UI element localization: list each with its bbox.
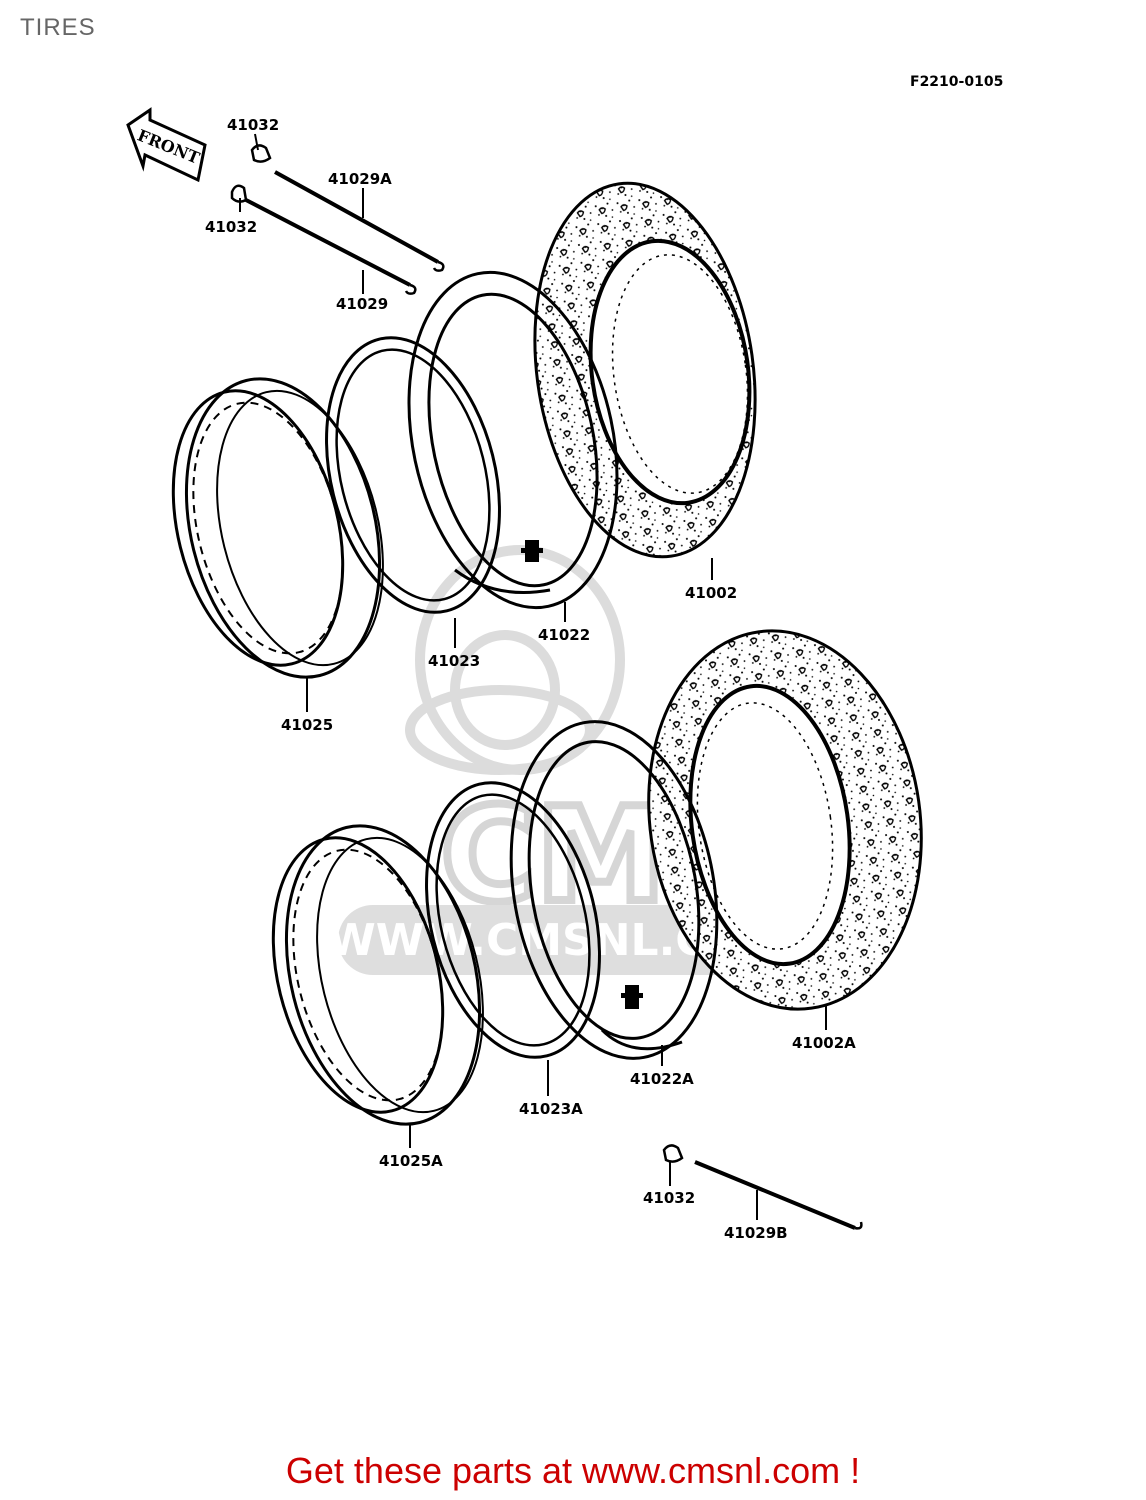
part-label-41023[interactable]: 41023	[428, 652, 480, 670]
part-label-41029B[interactable]: 41029B	[724, 1224, 788, 1242]
part-label-41023A[interactable]: 41023A	[519, 1100, 583, 1118]
leader-lines	[239, 133, 827, 1220]
part-label-41025A[interactable]: 41025A	[379, 1152, 443, 1170]
part-label-41022[interactable]: 41022	[538, 626, 590, 644]
rim-41025A	[271, 824, 484, 1126]
front-arrow-icon: FRONT	[126, 107, 207, 183]
footer-cta-link[interactable]: Get these parts at www.cmsnl.com !	[285, 1450, 861, 1491]
part-label-41029[interactable]: 41029	[336, 295, 388, 313]
part-label-41002[interactable]: 41002	[685, 584, 737, 602]
rim-strip-41023	[325, 336, 501, 614]
spoke-41029	[230, 184, 417, 295]
spoke-41029A	[250, 144, 445, 272]
spoke-41029B	[662, 1144, 863, 1230]
part-label-41029A[interactable]: 41029A	[328, 170, 392, 188]
tube-41022	[454, 540, 551, 594]
rim-strip-41023A	[425, 781, 601, 1059]
part-label-41025[interactable]: 41025	[281, 716, 333, 734]
part-label-41032-c[interactable]: 41032	[643, 1189, 695, 1207]
part-label-41002A[interactable]: 41002A	[792, 1034, 856, 1052]
exploded-parts-diagram: CMS WWW.CMSNL.COM FRONT	[126, 107, 923, 1242]
part-label-41032-a[interactable]: 41032	[227, 116, 279, 134]
rim-41025	[171, 377, 384, 679]
page-title: TIRES	[20, 14, 96, 41]
tire-41002A	[647, 629, 923, 1011]
tire-41002	[533, 181, 757, 559]
rim-band-41022-outer	[407, 270, 619, 610]
tube-41022A	[600, 985, 683, 1051]
rim-band-41022A-outer	[509, 720, 719, 1060]
part-label-41022A[interactable]: 41022A	[630, 1070, 694, 1088]
watermark-mascot	[405, 545, 625, 775]
diagram-code: F2210-0105	[910, 74, 1004, 90]
part-label-41032-b[interactable]: 41032	[205, 218, 257, 236]
